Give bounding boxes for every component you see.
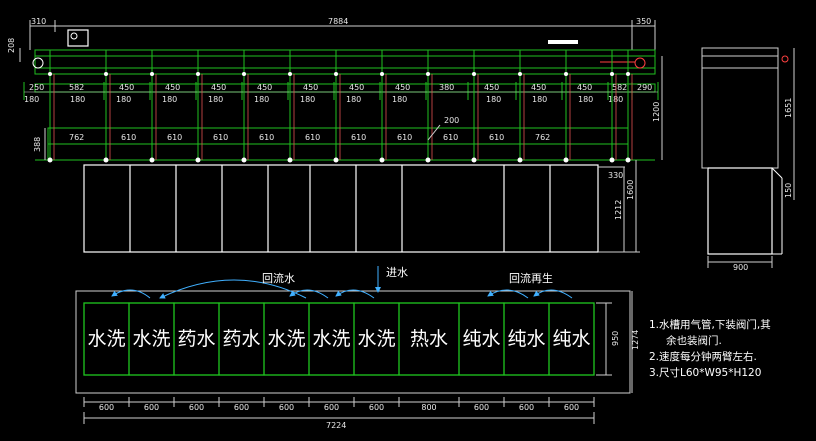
mid-dim-label: 180 [162,95,177,104]
lower-dim-label: 762 [535,133,550,142]
plan-outer-height: 1274 [631,330,640,350]
top-dim-label: 450 [257,83,272,92]
lower-dim-label: 762 [69,133,84,142]
mid-dim-label: 180 [578,95,593,104]
tank-label: 热水 [410,328,448,350]
notes: 1.水槽用气管,下装阀门,其 余也装阀门. 2.速度每分钟两臂左右. 3.尺寸L… [649,318,771,379]
tank-width-label: 600 [474,403,489,412]
side-height-top: 1651 [784,98,793,118]
label-regen: 回流再生 [509,271,553,285]
total-height: 1600 [626,180,635,200]
plan-total-width: 7224 [326,421,346,430]
label-inlet: 进水 [386,266,408,279]
lower-dim-label: 610 [213,133,228,142]
tank-width-label: 600 [369,403,384,412]
note-line-4: 3.尺寸L60*W95*H120 [649,366,761,379]
right-offset: 350 [636,17,651,26]
flow-arrow [335,289,375,299]
tank-width-label: 600 [324,403,339,412]
mid-dim-label: 180 [254,95,269,104]
lower-dim-label: 610 [259,133,274,142]
mid-dim-label: 180 [116,95,131,104]
lower-dim-label: 610 [443,133,458,142]
tank-label: 纯水 [507,328,545,350]
tank-width-label: 600 [279,403,294,412]
tank-label: 水洗 [312,328,350,350]
top-dim-label: 582 [69,83,84,92]
mid-dim-label: 180 [300,95,315,104]
mid-dim-label: 180 [346,95,361,104]
top-dim-label: 290 [637,83,652,92]
top-view: 7884 310 350 208 388 1200 250 582 450 450 45… [7,17,663,163]
note-line-2: 余也装阀门. [666,334,722,347]
label-return-water: 回流水 [262,271,295,285]
tank-width-label: 600 [519,403,534,412]
tank-width-label: 600 [99,403,114,412]
lower-dim-label: 610 [167,133,182,142]
motor-icon [67,29,89,47]
tank-label: 纯水 [552,328,590,350]
top-dim-label: 380 [439,83,454,92]
mid-dim-label: 180 [208,95,223,104]
note-line-3: 2.速度每分钟两臂左右. [649,350,757,363]
mid-dim-label: 180 [70,95,85,104]
side-width: 900 [733,263,748,272]
lower-dim-label: 610 [121,133,136,142]
top-dim-label: 450 [395,83,410,92]
top-dim-label: 450 [531,83,546,92]
tank-label: 药水 [177,328,215,350]
lower-dim-label: 610 [489,133,504,142]
lower-dim-label: 610 [351,133,366,142]
flow-arrow [111,289,151,299]
overall-length: 7884 [328,17,348,26]
tank-label: 水洗 [87,328,125,350]
tank-width-label: 600 [234,403,249,412]
plan-inner-height: 950 [611,331,620,346]
top-dim-label: 450 [484,83,499,92]
top-dim-label: 450 [349,83,364,92]
mid-dim-label: 180 [24,95,39,104]
arm-drop: 200 [444,116,459,125]
top-dim-label: 450 [211,83,226,92]
side-height: 1200 [652,102,661,122]
left-height: 208 [7,38,16,53]
pulley-right-icon [634,57,646,69]
note-line-1: 1.水槽用气管,下装阀门,其 [649,318,771,331]
mid-dim-label: 180 [532,95,547,104]
side-height-bottom: 150 [784,183,793,198]
top-dim-label: 250 [29,83,44,92]
tank-cell [548,302,595,376]
tank-label: 纯水 [462,328,500,350]
flow-arrow [533,289,573,299]
tank-width-label: 800 [421,403,436,412]
top-dim-label: 450 [303,83,318,92]
tank-width-label: 600 [144,403,159,412]
tank-elevation: 330 1212 1600 [83,160,640,253]
tank-label: 水洗 [132,328,170,350]
tank-offset: 330 [608,171,623,180]
tank-width-label: 600 [189,403,204,412]
mid-dim-label: 180 [392,95,407,104]
tank-height: 1212 [614,200,623,220]
tank-label: 水洗 [267,328,305,350]
flow-arrow [289,289,329,299]
flow-arrow [487,289,529,299]
top-dim-label: 450 [577,83,592,92]
lower-dim-label: 610 [305,133,320,142]
tank-width-label: 600 [564,403,579,412]
chain-tensioner-icon [548,40,578,44]
bottom-height: 388 [33,137,42,152]
top-dim-label: 450 [165,83,180,92]
top-dim-label: 450 [119,83,134,92]
lower-dim-label: 610 [397,133,412,142]
tank-label: 药水 [222,328,260,350]
left-offset: 310 [31,17,46,26]
top-dim-label: 582 [612,83,627,92]
tank-label: 水洗 [357,328,395,350]
side-view: 1651 150 900 [701,47,795,272]
mid-dim-label: 180 [486,95,501,104]
pulley-left-icon [32,57,44,69]
